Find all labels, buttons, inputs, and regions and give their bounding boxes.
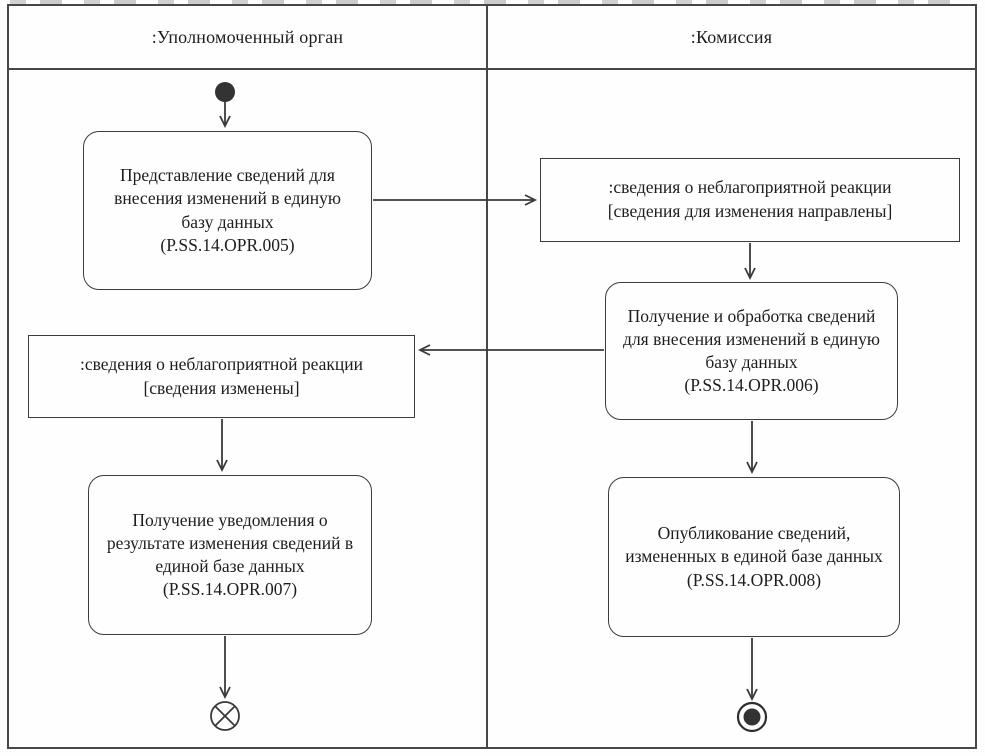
lane-divider (486, 4, 488, 749)
lane-header-commission: :Комиссия (488, 6, 975, 68)
lane-header-authorized-body: :Уполномоченный орган (9, 6, 486, 68)
activity-title: Опубликование сведений, измененных в еди… (625, 523, 883, 567)
activity-code: (P.SS.14.OPR.008) (686, 569, 822, 590)
activity-title: Получение уведомления о результате измен… (106, 509, 354, 576)
activity-code: (P.SS.14.OPR.006) (684, 375, 819, 396)
object-name: :сведения о неблагоприятной реакции (608, 177, 892, 198)
object-name: :сведения о неблагоприятной реакции (80, 353, 363, 374)
activity-opr008: Опубликование сведений, измененных в еди… (608, 477, 900, 637)
activity-title: Представление сведений для внесения изме… (114, 165, 341, 232)
object-node-adverse-reaction-sent: :сведения о неблагоприятной реакции [све… (540, 158, 960, 242)
lane-header-divider (7, 68, 977, 70)
scan-artifact (10, 0, 960, 6)
object-state: [сведения для изменения направлены] (607, 201, 893, 221)
lane-label: :Уполномоченный орган (151, 26, 344, 47)
activity-title: Получение и обработка сведений для внесе… (623, 305, 880, 372)
activity-code: (P.SS.14.OPR.007) (162, 579, 298, 600)
lane-label: :Комиссия (690, 26, 773, 47)
object-node-adverse-reaction-changed: :сведения о неблагоприятной реакции [све… (28, 335, 415, 418)
swimlane-frame (7, 4, 977, 749)
activity-opr005: Представление сведений для внесения изме… (83, 131, 372, 290)
activity-code: (P.SS.14.OPR.005) (160, 234, 295, 255)
object-state: [сведения изменены] (143, 377, 300, 398)
activity-opr007: Получение уведомления о результате измен… (88, 475, 372, 635)
activity-opr006: Получение и обработка сведений для внесе… (605, 282, 898, 420)
